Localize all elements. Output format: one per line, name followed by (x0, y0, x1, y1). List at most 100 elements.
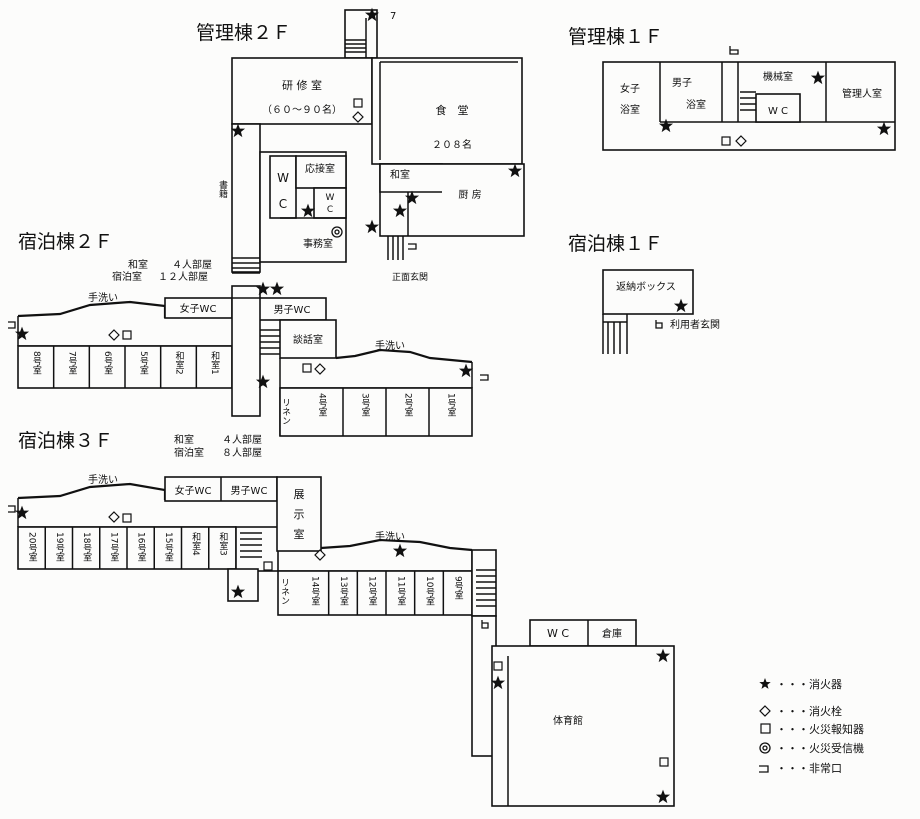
star-icon (230, 584, 246, 599)
star-icon (14, 505, 30, 520)
label-wc-w: W (277, 171, 289, 185)
label-manager-room: 管理人室 (842, 87, 882, 100)
note-3f-lodging: 宿泊室 (174, 446, 204, 459)
label-user-entrance: 利用者玄関 (670, 318, 720, 331)
label-admin1f-wc: W C (768, 106, 788, 117)
room-label: 17号室 (108, 532, 119, 561)
label-3f-handwash-west: 手洗い (88, 473, 118, 486)
flag-icon (729, 46, 739, 55)
room-label: 和室4 (190, 532, 201, 556)
legend-item-alarm: ・・・火災報知器 (760, 722, 864, 736)
legend-item-hydrant: ・・・消火栓 (759, 704, 842, 718)
room-label: 10号室 (424, 576, 435, 605)
note-2f-japanese-capacity: ４人部屋 (172, 258, 212, 271)
label-front-entrance: 正面玄関 (392, 271, 428, 283)
square-icon (302, 363, 312, 373)
room-label: 7号室 (67, 351, 78, 375)
legend-label: ・・・消火栓 (776, 704, 842, 718)
label-japanese-room: 和室 (390, 168, 410, 181)
star-icon (655, 789, 671, 804)
diamond-icon (352, 111, 364, 123)
note-2f-lodging-capacity: １２人部屋 (158, 270, 208, 283)
room-label: 19号室 (54, 532, 65, 561)
star-icon (658, 118, 674, 133)
label-2f-womens-wc: 女子WC (180, 302, 217, 315)
label-3f-mens-wc: 男子WC (231, 485, 268, 497)
square-icon (493, 661, 503, 671)
legend-item-exit: ・・・非常口 (759, 762, 842, 775)
star-icon (490, 675, 506, 690)
label-mens-bath-2: 浴室 (686, 98, 706, 111)
hydrant-symbols (108, 111, 747, 561)
star-icon (759, 678, 771, 689)
gym-building (471, 615, 675, 807)
star-icon (404, 190, 420, 205)
star-icon (458, 363, 474, 378)
star-icon (673, 298, 689, 313)
admin-1f-building (602, 61, 896, 151)
symbols (8, 7, 892, 804)
diamond-icon (108, 511, 120, 523)
room-label: 18号室 (81, 532, 92, 561)
label-2f-handwash-east: 手洗い (375, 339, 405, 352)
star-icon (655, 648, 671, 663)
label-gym: 体育館 (553, 714, 583, 727)
exit-symbols (8, 46, 739, 629)
label-3f-handwash-east: 手洗い (375, 530, 405, 543)
star-icon (255, 281, 271, 296)
room-label: 8号室 (31, 351, 42, 375)
label-3f-womens-wc: 女子WC (175, 484, 212, 497)
diamond-icon (108, 329, 120, 341)
flag-icon (408, 243, 417, 250)
star-icon (364, 7, 380, 22)
label-womens-bath-2: 浴室 (620, 103, 640, 116)
room-label: 5号室 (138, 351, 149, 375)
room-label: 15号室 (163, 532, 174, 561)
star-icon (269, 281, 285, 296)
labels: 管理棟２Ｆ 管理棟１Ｆ 宿泊棟２Ｆ 宿泊棟１Ｆ 宿泊棟３Ｆ 7 和室 ４人部屋 … (18, 11, 882, 727)
star-icon (507, 163, 523, 178)
label-3f-exhibit-3: 室 (294, 527, 305, 541)
diamond-icon (759, 705, 771, 717)
note-2f-lodging: 宿泊室 (112, 270, 142, 283)
room-label: 13号室 (338, 576, 349, 605)
label-wc2-c: C (327, 205, 333, 215)
note-3f-lodging-capacity: ８人部屋 (222, 446, 262, 459)
star-icon (876, 121, 892, 136)
label-dining-capacity: ２０８名 (432, 138, 472, 151)
room-label: 和室1 (209, 351, 220, 375)
label-3f-exhibit-2: 示 (294, 508, 305, 521)
star-icon (255, 374, 271, 389)
legend-item-receiver: ・・・火災受信機 (759, 741, 864, 755)
room-label: 4号室 (317, 393, 328, 417)
title-lodge-2f: 宿泊棟２Ｆ (18, 231, 113, 253)
label-womens-bath-1: 女子 (620, 82, 640, 95)
room-label: 和室3 (217, 532, 228, 556)
label-reception: 応接室 (305, 162, 335, 175)
legend-label: ・・・火災報知器 (776, 722, 864, 736)
label-office: 事務室 (303, 237, 333, 250)
legend: ・・・消火器 ・・・消火栓 ・・・火災報知器 ・・・火災受信機 ・・・非常口 (759, 677, 864, 775)
diamond-icon (735, 135, 747, 147)
label-machine-room: 機械室 (763, 70, 793, 83)
title-admin-1f: 管理棟１Ｆ (568, 26, 663, 48)
title-lodge-1f: 宿泊棟１Ｆ (568, 233, 663, 255)
legend-label: ・・・非常口 (776, 762, 842, 775)
square-icon (353, 98, 363, 108)
room-label: 1号室 (446, 393, 457, 417)
title-admin-2f: 管理棟２Ｆ (196, 22, 291, 44)
title-lodge-3f: 宿泊棟３Ｆ (18, 430, 113, 452)
star-icon (392, 203, 408, 218)
room-label: 14号室 (309, 576, 320, 605)
label-gym-wc: W C (547, 627, 569, 640)
flag-icon (8, 505, 16, 513)
square-icon (122, 513, 132, 523)
label-return-box: 返納ボックス (616, 280, 676, 293)
note-3f-japanese: 和室 (174, 433, 194, 446)
label-2f-linen: リネン (280, 398, 291, 425)
square-icon (721, 136, 731, 146)
note-2f-japanese: 和室 (128, 258, 148, 271)
legend-label: ・・・消火器 (776, 677, 842, 691)
label-3f-exhibit-1: 展 (294, 488, 305, 501)
